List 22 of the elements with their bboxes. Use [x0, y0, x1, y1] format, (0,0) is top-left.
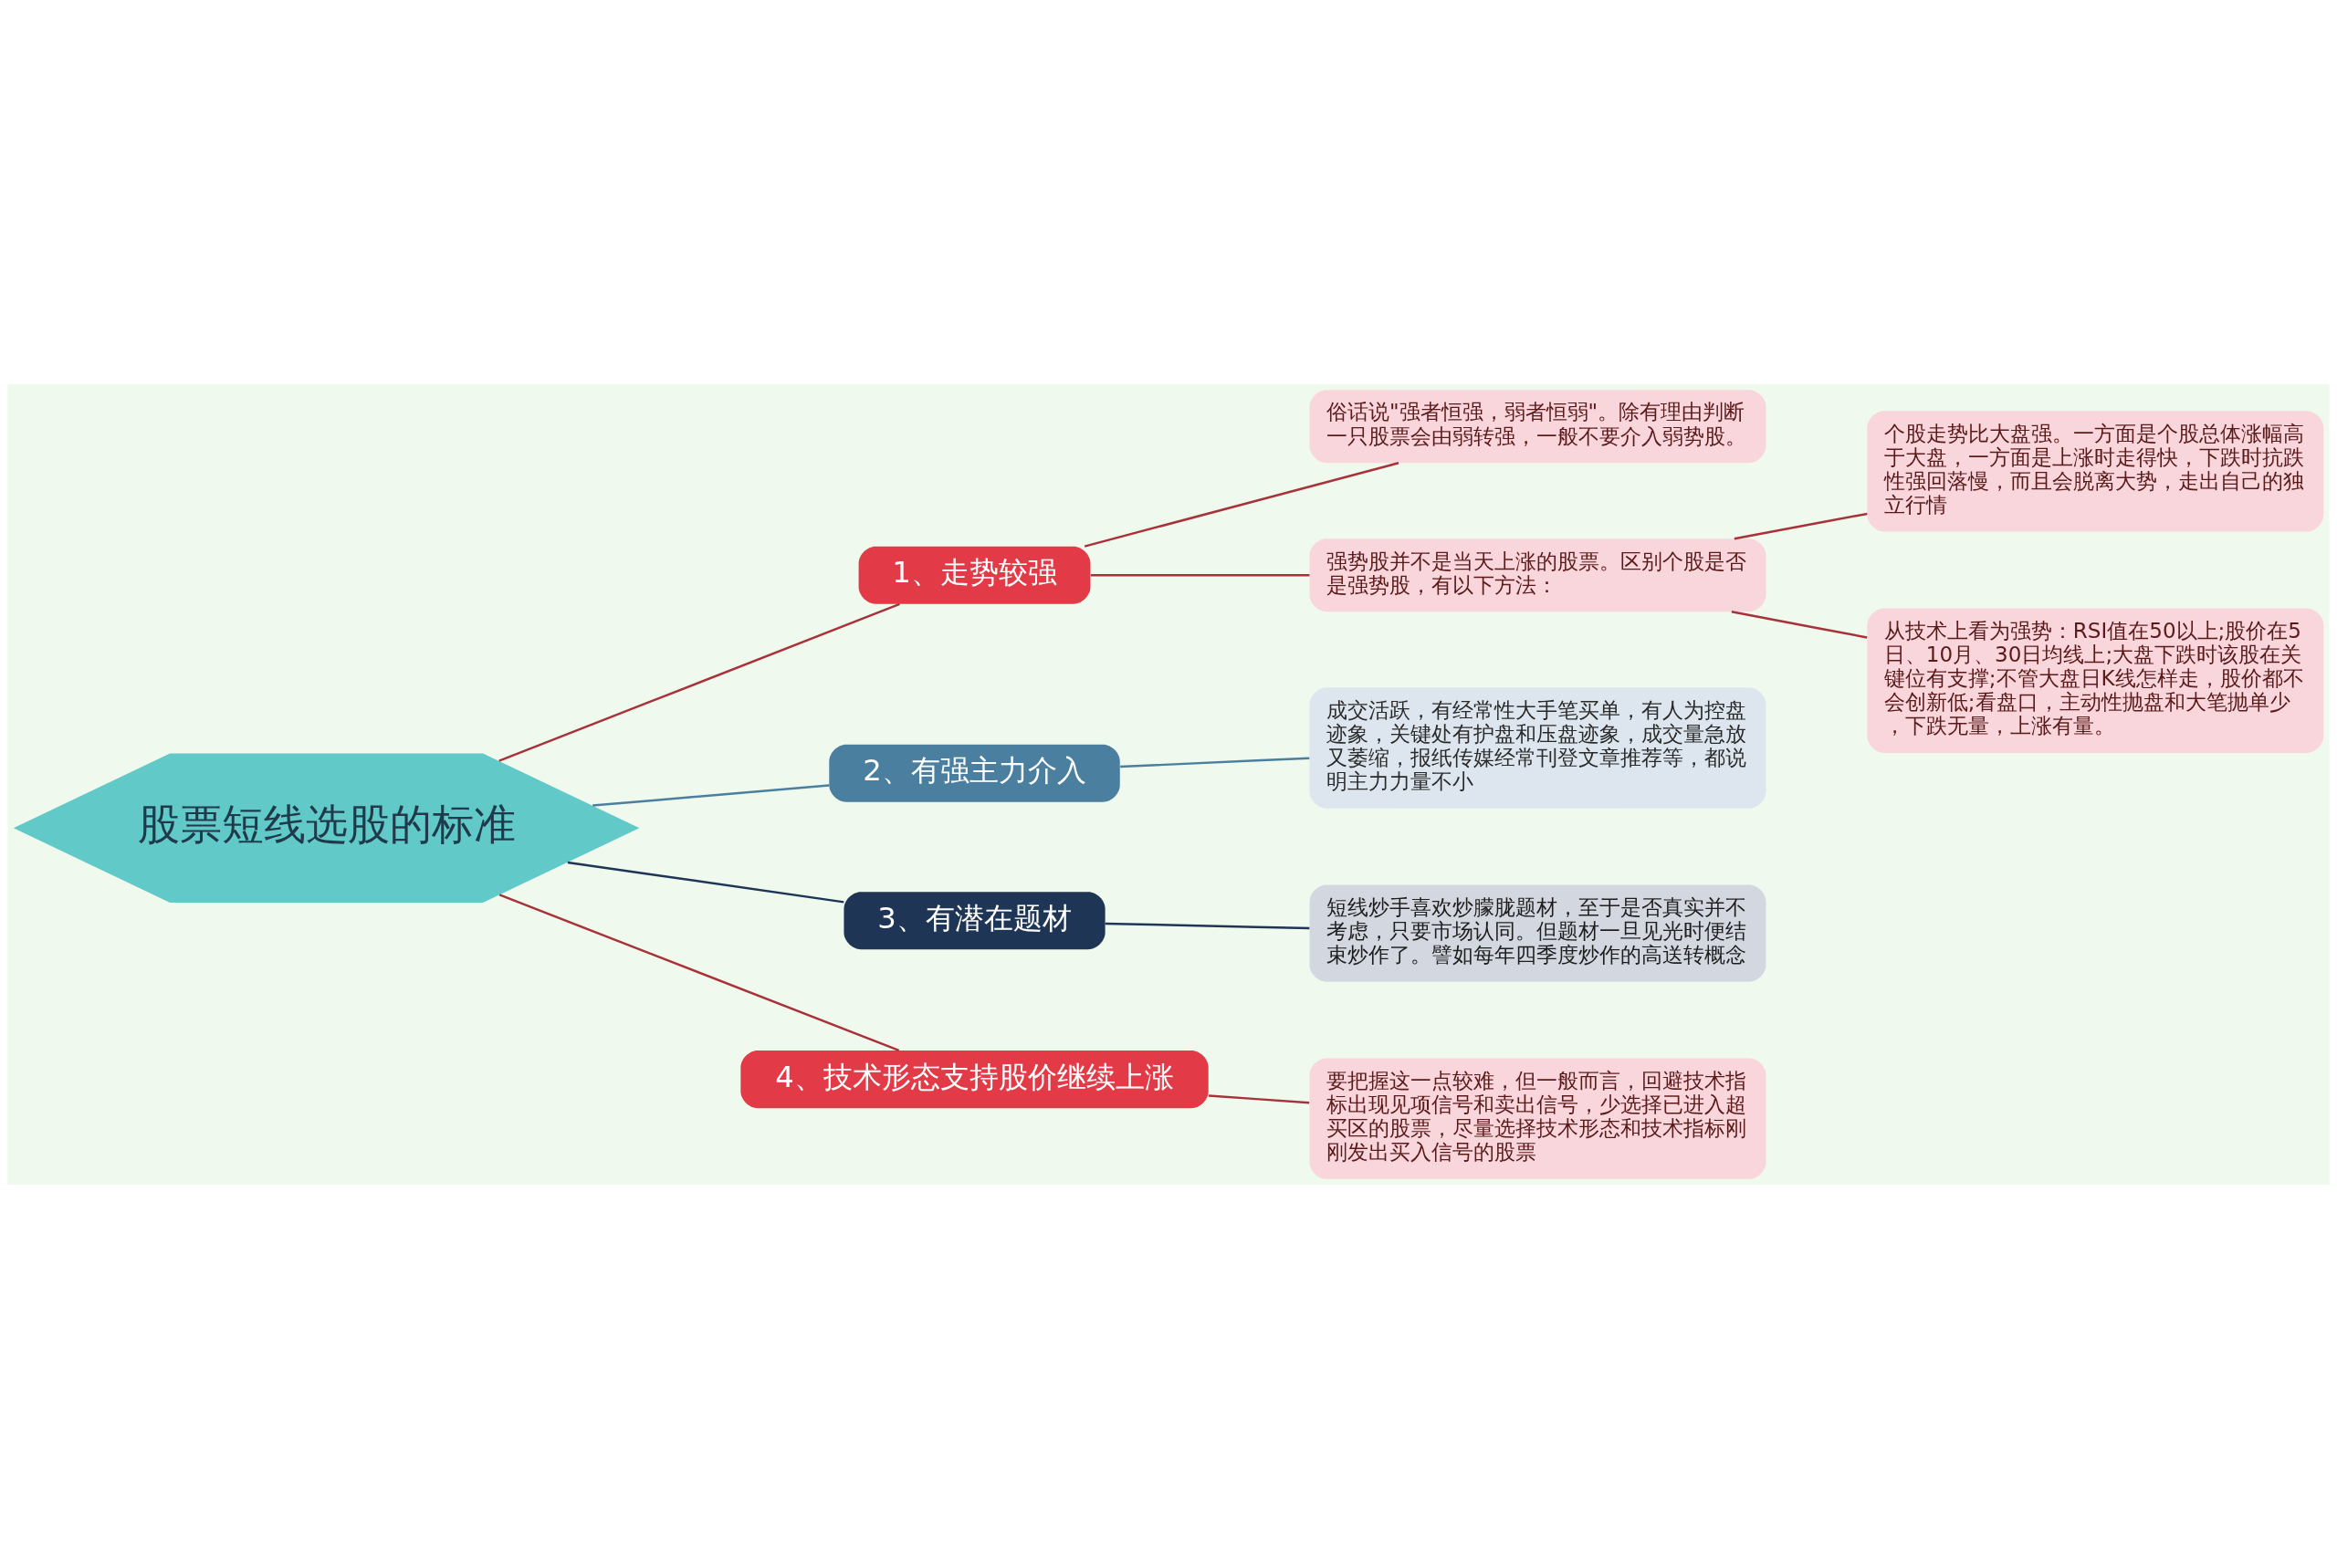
connector: [1120, 757, 1310, 768]
node-box: 成交活跃，有经常性大手笔买单，有人为控盘迹象，关键处有护盘和压盘迹象，成交量急放又萎缩，报纸传媒经常刊登文章推荐等，都说明主力力量不小: [1309, 686, 1766, 809]
connector: [1105, 922, 1310, 929]
connector: [1209, 1093, 1310, 1103]
node-box: 要把握这一点较难，但一般而言，回避技术指标出现见项信号和卖出信号，少选择已进入超买区的股票，尽量选择技术形态和技术指标刚刚发出买入信号的股票: [1309, 1058, 1766, 1179]
connector: [1084, 461, 1399, 548]
node-box: 4、技术形态支持股价继续上涨: [740, 1050, 1209, 1108]
connector: [592, 783, 830, 807]
connector: [498, 893, 900, 1051]
connector: [1731, 610, 1868, 639]
node-box: 3、有潜在题材: [844, 891, 1106, 949]
connector: [1734, 512, 1868, 539]
node-box: 2、有强主力介入: [829, 744, 1120, 802]
node-box: 1、走势较强: [858, 546, 1091, 604]
connector: [567, 861, 844, 904]
node-box: 短线炒手喜欢炒朦胧题材，至于是否真实并不考虑，只要市场认同。但题材一旦见光时便结束炒作了。譬如每年四季度炒作的高送转概念: [1309, 884, 1766, 982]
connector: [1090, 573, 1310, 576]
node-box: 强势股并不是当天上涨的股票。区别个股是否是强势股，有以下方法：: [1309, 538, 1766, 612]
node-box: 俗话说"强者恒强，弱者恒弱"。除有理由判断一只股票会由弱转强，一般不要介入弱势股。: [1309, 389, 1766, 463]
node-box: 从技术上看为强势：RSI值在50以上;股价在5日、10月、30日均线上;大盘下跌时该股在关键位有支撑;不管大盘日K线怎样走，股价都不会创新低;看盘口，主动性抛盘和大笔抛单少，下跌无量，上涨有量。: [1867, 607, 2324, 753]
node-box: 个股走势比大盘强。一方面是个股总体涨幅高于大盘，一方面是上涨时走得快，下跌时抗跌性强回落慢，而且会脱离大势，走出自己的独立行情: [1867, 410, 2324, 532]
connector: [498, 602, 900, 762]
